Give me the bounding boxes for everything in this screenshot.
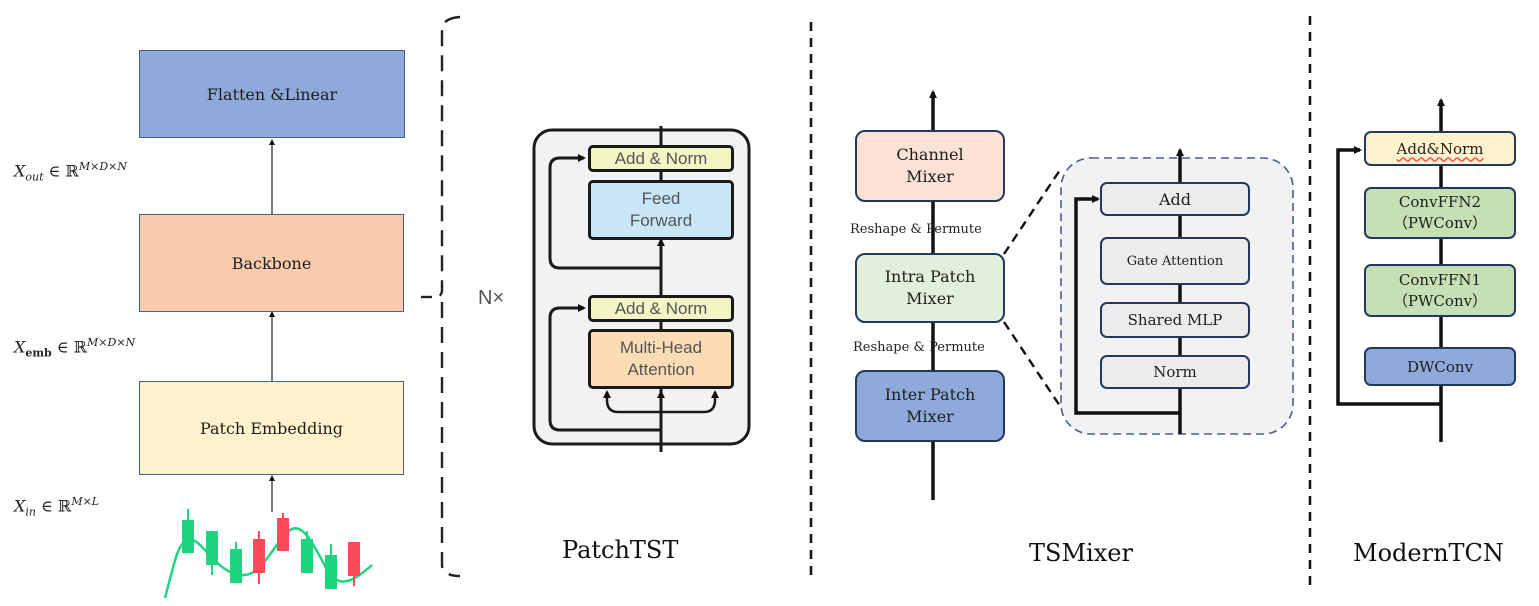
reshape-permute-label-2: Reshape & Permute (853, 340, 985, 355)
moderntcn-caption: ModernTCN (1353, 539, 1504, 567)
intra-patch-mixer-block: Intra Patch Mixer (855, 253, 1005, 323)
add-norm-top-block: Add & Norm (588, 145, 734, 172)
patch-embedding-label: Patch Embedding (199, 418, 344, 438)
add-norm-bottom-block: Add & Norm (588, 295, 734, 322)
feed-forward-block: Feed Forward (588, 180, 734, 240)
reshape-permute-label-1: Reshape & Permute (850, 222, 982, 237)
tsmixer-caption: TSMixer (1029, 539, 1133, 567)
gate-attention-block: Gate Attention (1100, 237, 1250, 285)
transformer-panel (532, 128, 751, 446)
add-block: Add (1100, 182, 1250, 216)
candlestick-chart-icon (163, 509, 373, 599)
shared-mlp-block: Shared MLP (1100, 302, 1250, 338)
convffn1-block: ConvFFN1 （PWConv） (1364, 264, 1516, 317)
backbone-bracket (435, 15, 461, 578)
repeat-label: N× (478, 287, 505, 309)
x-out-formula: Xout ∈ ℝM×D×N (14, 160, 127, 184)
channel-mixer-block: Channel Mixer (855, 130, 1005, 202)
multi-head-attention-block: Multi-Head Attention (588, 329, 734, 389)
inter-patch-mixer-block: Inter Patch Mixer (855, 370, 1005, 442)
flatten-linear-block: Flatten &Linear (139, 50, 405, 138)
dwconv-block: DWConv (1364, 347, 1516, 386)
x-in-formula: Xin ∈ ℝM×L (14, 495, 100, 519)
convffn2-block: ConvFFN2 （PWConv） (1364, 187, 1516, 239)
backbone-label: Backbone (231, 253, 312, 273)
norm-block: Norm (1100, 355, 1250, 389)
add-norm-block: Add&Norm (1364, 131, 1516, 166)
patch-embedding-block: Patch Embedding (139, 381, 404, 475)
x-emb-formula: Xemb ∈ ℝM×D×N (14, 336, 136, 360)
patchtst-caption: PatchTST (562, 536, 679, 564)
flatten-linear-label: Flatten &Linear (206, 84, 338, 104)
backbone-block: Backbone (139, 214, 404, 312)
